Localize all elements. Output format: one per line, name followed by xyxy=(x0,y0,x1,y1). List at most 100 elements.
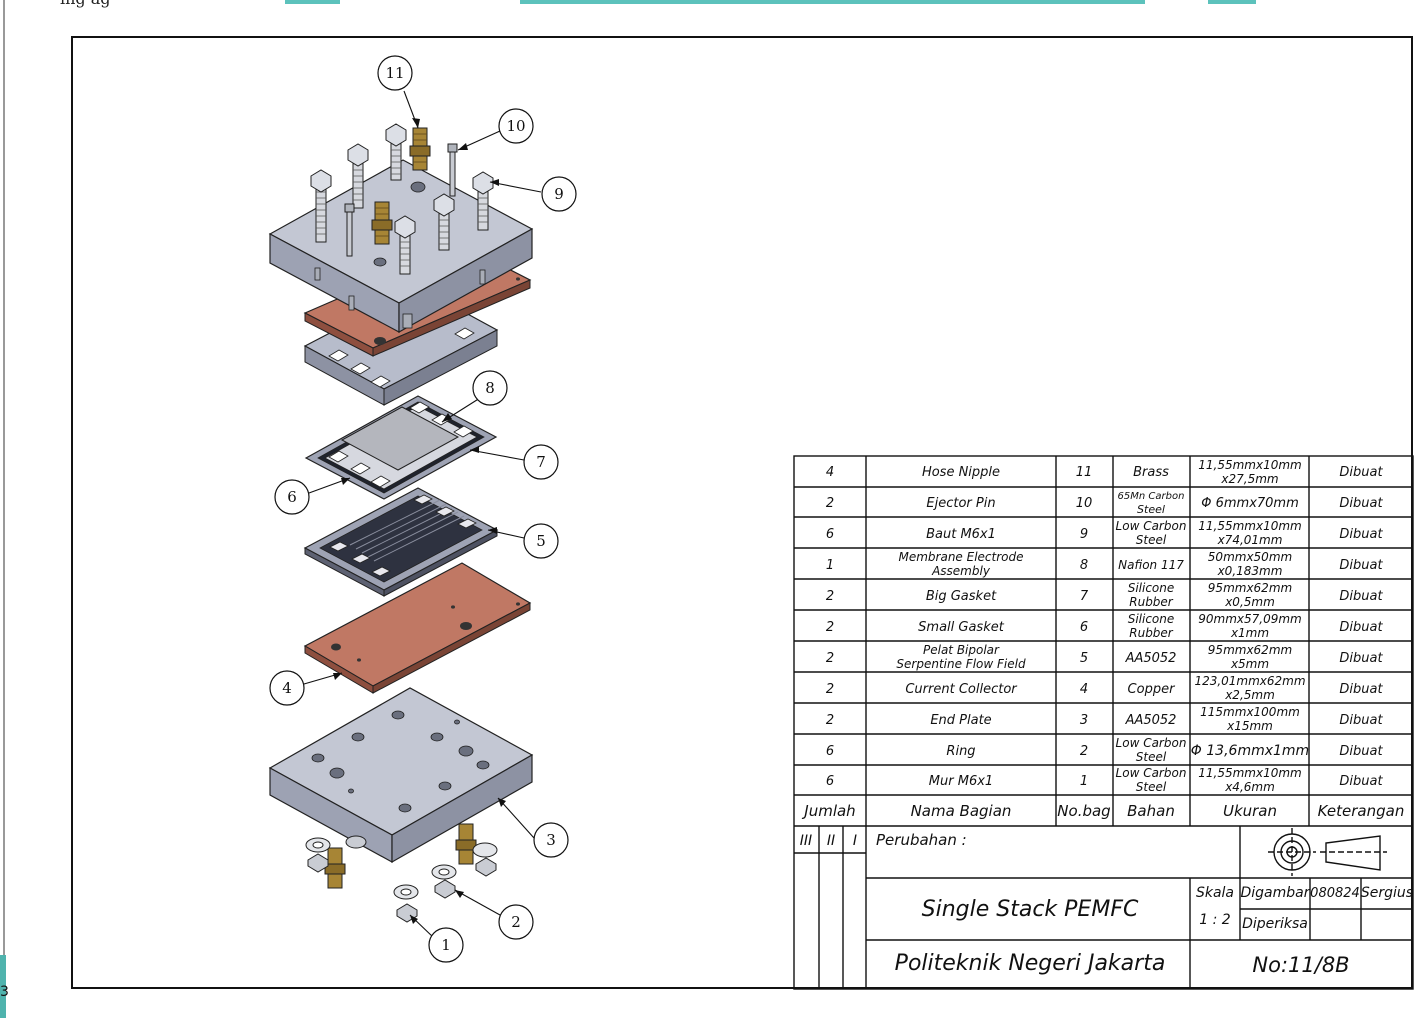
callout-11: 11 xyxy=(385,64,404,82)
left-edge-teal-marks xyxy=(0,955,6,1018)
tie-rods xyxy=(314,267,486,329)
row10-bahan-2: Steel xyxy=(1137,503,1165,516)
left-margin-rule xyxy=(3,0,5,1018)
row8-nama-1: Membrane Electrode xyxy=(898,550,1023,564)
row7-jumlah: 2 xyxy=(826,589,834,604)
callout-numbers: 11 10 9 8 7 6 5 4 3 2 1 xyxy=(282,64,564,954)
row11-bahan: Brass xyxy=(1133,465,1169,480)
drawing-number: No:11/8B xyxy=(1252,953,1349,977)
row8-jumlah: 1 xyxy=(826,558,834,573)
row1-bahan-2: Steel xyxy=(1136,780,1167,794)
row1-ukuran-1: 11,55mmx10mm xyxy=(1198,766,1301,780)
row4-ukuran-1: 123,01mmx62mm xyxy=(1194,674,1305,688)
row7-ket: Dibuat xyxy=(1339,589,1383,604)
skala-label: Skala xyxy=(1196,885,1234,901)
row5-jumlah: 2 xyxy=(826,651,834,666)
washers-and-nuts xyxy=(305,835,498,923)
row10-nama: Ejector Pin xyxy=(926,496,995,511)
row1-no: 1 xyxy=(1080,774,1088,789)
institution-name: Politeknik Negeri Jakarta xyxy=(895,951,1166,976)
row11-ukuran-1: 11,55mmx10mm xyxy=(1198,458,1301,472)
row9-nama: Baut M6x1 xyxy=(926,527,996,542)
row7-no: 7 xyxy=(1080,589,1089,604)
row7-nama: Big Gasket xyxy=(926,589,997,604)
callout-balloons xyxy=(269,55,577,963)
row6-ukuran-2: x1mm xyxy=(1230,626,1269,640)
row8-nama-2: Assembly xyxy=(931,564,991,578)
row3-nama: End Plate xyxy=(930,713,991,728)
revision-block: III II I xyxy=(800,833,857,849)
digambar-label: Digambar xyxy=(1241,885,1311,901)
hose-nipples xyxy=(324,127,477,889)
row3-jumlah: 2 xyxy=(826,713,834,728)
rev-col-ii: II xyxy=(827,833,835,849)
callout-4: 4 xyxy=(282,679,292,697)
row5-no: 5 xyxy=(1080,651,1088,666)
callout-10: 10 xyxy=(506,117,525,135)
row9-ukuran-2: x74,01mm xyxy=(1217,533,1283,547)
left-edge-fragment: 3 xyxy=(0,984,9,1000)
callout-8: 8 xyxy=(485,379,495,397)
row4-ket: Dibuat xyxy=(1339,682,1383,697)
row8-ket: Dibuat xyxy=(1339,558,1383,573)
callout-1: 1 xyxy=(441,936,451,954)
row6-ket: Dibuat xyxy=(1339,620,1383,635)
row11-nama: Hose Nipple xyxy=(922,465,1000,480)
row4-ukuran-2: x2,5mm xyxy=(1224,688,1275,702)
row7-bahan-2: Rubber xyxy=(1129,595,1174,609)
row8-ukuran-1: 50mmx50mm xyxy=(1208,550,1292,564)
rev-col-iii: III xyxy=(800,833,812,849)
header-ukuran: Ukuran xyxy=(1223,802,1277,820)
row5-ukuran-2: x5mm xyxy=(1230,657,1269,671)
exploded-assembly-drawing: 11 10 9 8 7 6 5 4 3 2 1 xyxy=(268,55,577,963)
row10-no: 10 xyxy=(1076,496,1093,511)
callout-6: 6 xyxy=(287,488,297,506)
row4-nama: Current Collector xyxy=(905,682,1018,697)
header-nama: Nama Bagian xyxy=(911,802,1012,820)
row2-no: 2 xyxy=(1080,744,1088,759)
callout-arrowheads xyxy=(333,118,506,924)
row7-ukuran-1: 95mmx62mm xyxy=(1208,581,1292,595)
row9-jumlah: 6 xyxy=(826,527,834,542)
header-bahan: Bahan xyxy=(1127,802,1175,820)
row5-ukuran-1: 95mmx62mm xyxy=(1208,643,1292,657)
row2-nama: Ring xyxy=(946,744,975,759)
parts-list-header: Jumlah Nama Bagian No.bag Bahan Ukuran K… xyxy=(801,802,1404,820)
row10-jumlah: 2 xyxy=(826,496,834,511)
row8-bahan: Nafion 117 xyxy=(1118,558,1184,572)
diperiksa-label: Diperiksa xyxy=(1242,916,1308,932)
row10-ukuran: Φ 6mmx70mm xyxy=(1201,496,1299,511)
row9-bahan-1: Low Carbon xyxy=(1116,519,1187,533)
drawing-sheet-border xyxy=(71,36,1413,989)
row6-ukuran-1: 90mmx57,09mm xyxy=(1198,612,1301,626)
row1-nama: Mur M6x1 xyxy=(929,774,993,789)
callout-7: 7 xyxy=(536,453,546,471)
row6-bahan-1: Silicone xyxy=(1128,612,1175,626)
skala-value: 1 : 2 xyxy=(1199,912,1231,928)
row2-bahan-1: Low Carbon xyxy=(1116,736,1187,750)
row9-ket: Dibuat xyxy=(1339,527,1383,542)
row3-ukuran-2: x15mm xyxy=(1226,719,1273,733)
digambar-name: Sergius xyxy=(1361,885,1413,901)
row5-nama-1: Pelat Bipolar xyxy=(923,643,1000,657)
row4-no: 4 xyxy=(1080,682,1088,697)
row2-jumlah: 6 xyxy=(826,744,834,759)
row11-no: 11 xyxy=(1076,465,1093,480)
projection-symbol xyxy=(1268,828,1387,876)
row4-bahan: Copper xyxy=(1128,682,1177,697)
rev-col-i: I xyxy=(853,833,857,849)
callout-2: 2 xyxy=(511,913,521,931)
row9-no: 9 xyxy=(1080,527,1088,542)
row7-ukuran-2: x0,5mm xyxy=(1224,595,1275,609)
header-no: No.bag xyxy=(1057,802,1110,820)
top-color-strip xyxy=(285,0,1256,4)
callout-5: 5 xyxy=(536,532,546,550)
gasket-and-mea-layer xyxy=(304,395,498,500)
row4-jumlah: 2 xyxy=(826,682,834,697)
row6-no: 6 xyxy=(1080,620,1088,635)
perubahan-label: Perubahan : xyxy=(876,831,967,849)
row1-jumlah: 6 xyxy=(826,774,834,789)
header-keterangan: Keterangan xyxy=(1318,802,1405,820)
row5-nama-2: Serpentine Flow Field xyxy=(896,657,1026,671)
row2-ket: Dibuat xyxy=(1339,744,1383,759)
